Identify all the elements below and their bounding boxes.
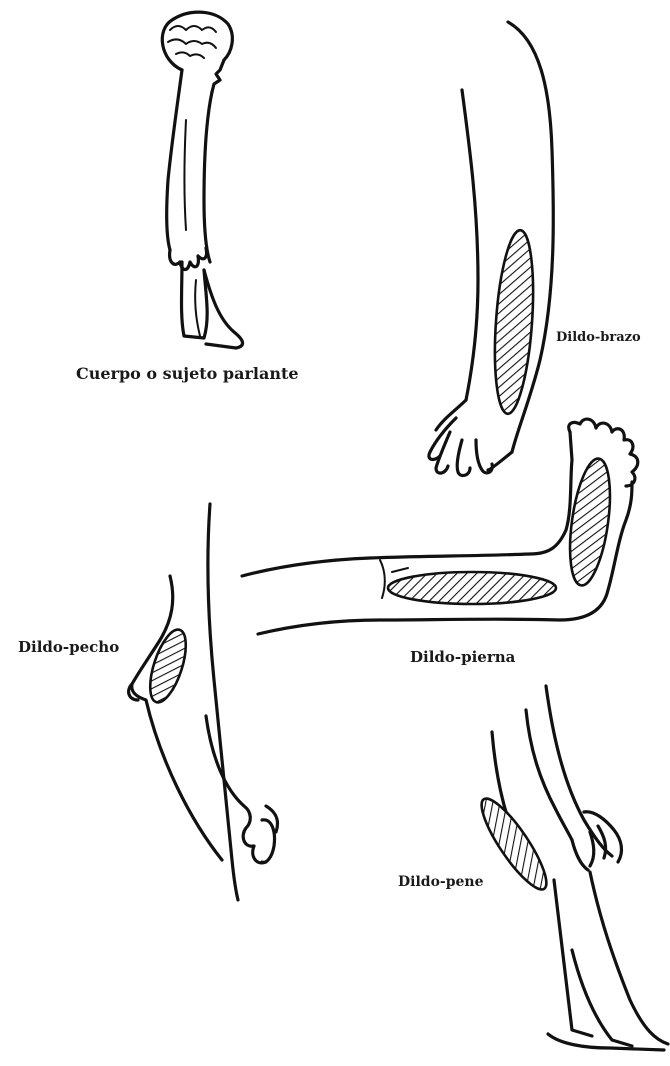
label-leg-dildo: Dildo-pierna: [410, 648, 515, 666]
chest-figure: [129, 504, 278, 900]
label-chest-dildo: Dildo-pecho: [18, 638, 119, 656]
label-talking-body: Cuerpo o sujeto parlante: [76, 364, 299, 383]
label-penis-dildo: Dildo-pene: [398, 874, 484, 890]
penis-figure: [472, 686, 668, 1050]
arm-figure: [429, 22, 553, 475]
leg-figure: [242, 419, 638, 634]
talking-body-figure: [162, 12, 242, 348]
label-arm-dildo: Dildo-brazo: [556, 330, 641, 345]
